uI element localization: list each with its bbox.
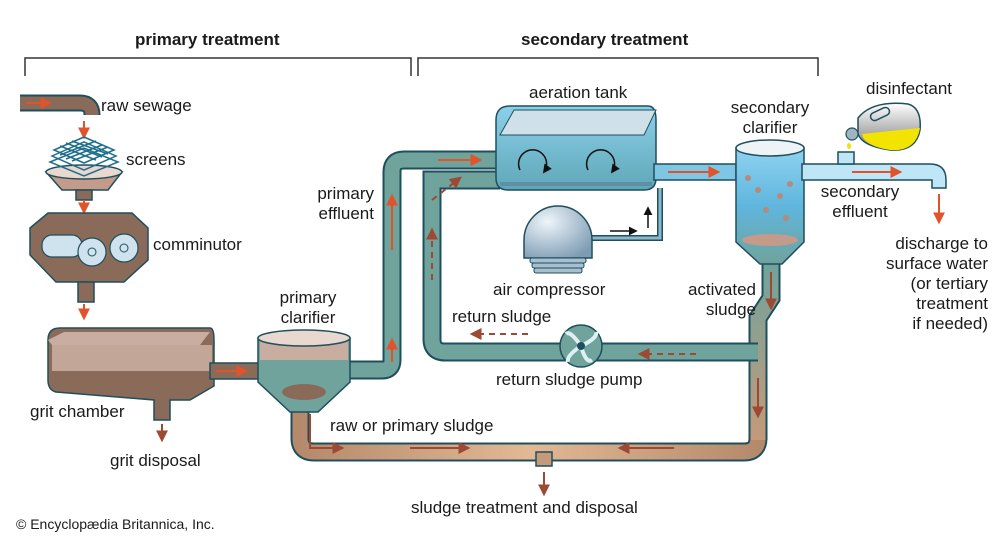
primary-effluent-pipe	[350, 150, 500, 380]
disinfectant-label: disinfectant	[866, 79, 952, 98]
aeration-tank-label: aeration tank	[529, 83, 628, 102]
comminutor-label: comminutor	[153, 235, 242, 254]
discharge-label: discharge to surface water (or tertiary …	[860, 234, 988, 334]
return-sludge-pump-icon	[559, 324, 603, 368]
secondary-effluent-pipe	[801, 151, 947, 189]
screens-label: screens	[126, 150, 186, 169]
label-line: discharge to	[895, 234, 988, 253]
screens-icon	[44, 136, 124, 201]
air-compressor-label: air compressor	[493, 280, 606, 299]
label-line: secondary	[820, 182, 900, 201]
sludge-line	[290, 340, 768, 467]
return-arrow	[431, 176, 462, 201]
air-compressor-icon	[523, 205, 593, 274]
grit-chamber-label: grit chamber	[30, 402, 125, 421]
label-line: effluent	[318, 204, 374, 223]
primary-bracket	[24, 57, 412, 76]
copyright-credit: © Encyclopædia Britannica, Inc.	[16, 516, 215, 532]
activated-sludge-label: activated sludge	[670, 280, 756, 320]
secondary-effluent-label: secondary effluent	[810, 182, 910, 222]
label-line: if needed)	[912, 314, 988, 333]
primary-treatment-heading: primary treatment	[135, 30, 280, 49]
return-sludge-label: return sludge	[452, 307, 552, 326]
label-line: treatment	[916, 294, 988, 313]
primary-effluent-label: primary effluent	[300, 184, 374, 224]
grit-to-clarifier-pipe	[209, 362, 261, 380]
label-line: primary	[317, 184, 374, 203]
return-sludge-pipe	[422, 170, 758, 362]
label-line: (or tertiary	[910, 274, 988, 293]
grit-chamber-icon	[47, 327, 215, 421]
sludge-arrow	[309, 414, 345, 454]
activated-sludge-pipe	[748, 262, 781, 440]
secondary-clarifier-label: secondary clarifier	[720, 98, 820, 138]
label-line: activated	[687, 280, 756, 299]
comminutor-icon	[29, 212, 149, 303]
label-line: effluent	[832, 202, 888, 221]
raw-sewage-pipe	[20, 94, 101, 116]
label-line: primary	[279, 288, 337, 307]
label-line: sludge	[705, 300, 756, 319]
label-line: clarifier	[280, 308, 336, 327]
disinfectant-jug-icon	[845, 102, 921, 151]
primary-clarifier-icon	[257, 329, 351, 413]
label-line: clarifier	[742, 118, 798, 137]
primary-clarifier-label: primary clarifier	[272, 288, 344, 328]
return-sludge-pump-label: return sludge pump	[496, 370, 643, 389]
secondary-clarifier-icon	[735, 139, 805, 265]
aeration-to-clarifier-pipe	[653, 163, 737, 181]
raw-sewage-label: raw sewage	[101, 96, 192, 115]
secondary-treatment-heading: secondary treatment	[521, 30, 689, 49]
label-line: secondary	[730, 98, 810, 117]
sludge-treatment-label: sludge treatment and disposal	[411, 498, 638, 517]
label-line: surface water	[885, 254, 988, 273]
secondary-bracket	[417, 57, 819, 76]
aeration-tank-icon	[495, 105, 657, 191]
grit-disposal-label: grit disposal	[110, 451, 201, 470]
raw-or-primary-sludge-label: raw or primary sludge	[330, 416, 494, 435]
